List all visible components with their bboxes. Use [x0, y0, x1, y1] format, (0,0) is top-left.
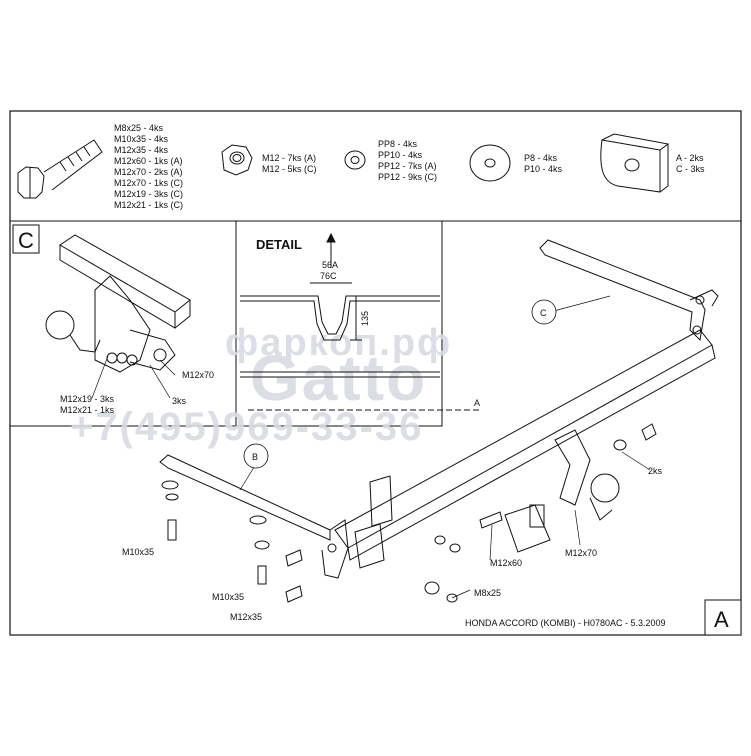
bolt-list-item: M12x19 - 3ks (C)	[114, 189, 183, 199]
big-washer-list-item: P8 - 4ks	[524, 153, 558, 163]
view-c-leaders	[91, 355, 176, 399]
sheet-letter-box	[704, 599, 742, 636]
detail-frame	[235, 220, 443, 427]
big-washer-drawing	[469, 144, 511, 182]
watermark-phone: +7(495)969-33-36	[70, 405, 423, 449]
nut-drawing	[221, 144, 253, 176]
view-c-m12x70-label: M12x70	[182, 370, 214, 380]
big-washer-list-item: P10 - 4ks	[524, 164, 563, 174]
view-c-3ks-label: 3ks	[172, 396, 187, 406]
detail-dim-c: 76C	[320, 271, 337, 281]
main-leaders	[239, 295, 651, 599]
bolt-list-item: M12x21 - 1ks (C)	[114, 200, 183, 210]
watermark-brand: Gatto	[250, 342, 427, 414]
view-c-frame	[9, 220, 237, 427]
bolt-list-item: M12x35 - 4ks	[114, 145, 169, 155]
spacer-list-item: A - 2ks	[676, 153, 704, 163]
washer-list-item: PP12 - 7ks (A)	[378, 161, 437, 171]
drawing-title: HONDA ACCORD (KOMBI) - H0780AC - 5.3.200…	[465, 618, 666, 628]
bolt-list-item: M12x60 - 1ks (A)	[114, 156, 183, 166]
bolt-list-item: M8x25 - 4ks	[114, 123, 164, 133]
label-m10x35-left: M10x35	[122, 547, 154, 557]
label-m12x35: M12x35	[230, 612, 262, 622]
label-m12x70: M12x70	[565, 548, 597, 558]
view-c-letter: C	[18, 228, 34, 253]
callout-c	[531, 299, 557, 325]
view-c-m12x21-label: M12x21 - 1ks	[60, 405, 115, 415]
washer-drawing	[344, 150, 366, 170]
bolt-list-item: M12x70 - 2ks (A)	[114, 167, 183, 177]
nut-list-item: M12 - 7ks (A)	[262, 153, 316, 163]
callout-b	[243, 443, 269, 469]
spacer-list-item: C - 3ks	[676, 164, 705, 174]
watermark-site: фаркоп.рф	[225, 322, 452, 364]
bolt-list: M8x25 - 4ks M10x35 - 4ks M12x35 - 4ks M1…	[114, 123, 183, 210]
label-2ks: 2ks	[648, 466, 663, 476]
callout-c-letter: C	[540, 308, 547, 318]
bolt-list-item: M10x35 - 4ks	[114, 134, 169, 144]
bolt-drawing	[17, 139, 103, 199]
bolt-list-item: M12x70 - 1ks (C)	[114, 178, 183, 188]
label-m10x35-mid: M10x35	[212, 592, 244, 602]
detail-dim-a: 56A	[322, 260, 338, 270]
detail-dim-h: 135	[360, 311, 370, 326]
main-assembly	[159, 239, 719, 603]
washer-list-item: PP12 - 9ks (C)	[378, 172, 437, 182]
watermark: Gatto +7(495)969-33-36 фаркоп.рф	[70, 322, 452, 449]
view-c-drawing	[45, 234, 191, 373]
detail-drawing	[240, 282, 480, 411]
view-c-letter-box	[12, 224, 40, 254]
detail-title: DETAIL	[256, 237, 302, 252]
sheet-letter: A	[714, 607, 729, 632]
callout-b-letter: B	[252, 452, 258, 462]
spacer-drawing	[600, 133, 670, 193]
view-c-m12x19-label: M12x19 - 3ks	[60, 394, 115, 404]
label-m12x60: M12x60	[490, 558, 522, 568]
washer-list-item: PP10 - 4ks	[378, 150, 423, 160]
label-m8x25: M8x25	[474, 588, 501, 598]
detail-mark: A	[474, 398, 480, 408]
nut-list-item: M12 - 5ks (C)	[262, 164, 317, 174]
washer-list-item: PP8 - 4ks	[378, 139, 418, 149]
detail-arrow	[326, 232, 336, 268]
